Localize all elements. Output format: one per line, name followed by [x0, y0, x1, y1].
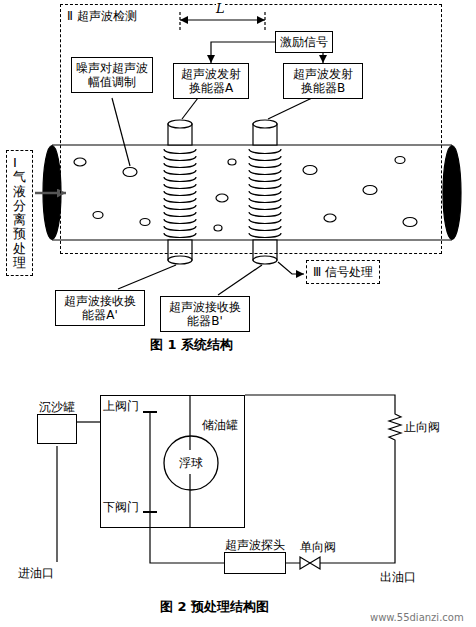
- ultrasonic-probe: 超声波探头: [224, 538, 286, 574]
- node-text: 噪声对超声波幅值调制: [76, 61, 148, 89]
- node-text: 激励信号: [280, 35, 328, 49]
- inlet-pipe: [56, 446, 57, 562]
- coil-turn: [249, 177, 281, 182]
- node-text: 超声波发射换能器B: [288, 67, 358, 95]
- valve-label: 下阀门: [103, 500, 139, 514]
- coil-turn: [164, 156, 196, 161]
- coil-turn: [249, 170, 281, 175]
- coil-turn: [164, 177, 196, 182]
- sand-tank: 沉沙罐: [37, 400, 77, 444]
- pretreat-region: Ⅰ气液分离预处理: [6, 150, 33, 276]
- node-text: Ⅲ 信号处理: [313, 265, 373, 279]
- connector: [211, 42, 275, 63]
- detection-region: Ⅱ 超声波检测噪声对超声波幅值调制 激励信号超声波发射换能器A 超声波发射换能器B: [60, 4, 442, 254]
- signal-box: 激励信号: [275, 31, 333, 53]
- node-text: 超声波接收换能器A': [60, 294, 140, 322]
- coil-turn: [164, 233, 196, 238]
- coil-turn: [249, 184, 281, 189]
- float-ball: 浮球: [163, 435, 219, 491]
- flow-arrow: [35, 192, 66, 195]
- vessel-body: [224, 552, 286, 574]
- coil-turn: [164, 205, 196, 210]
- coil-turn: [164, 212, 196, 217]
- coil-turn: [164, 184, 196, 189]
- node-text: Ⅰ气液分离预处理: [13, 156, 26, 270]
- valve-label: 上阀门: [103, 399, 139, 413]
- coil-turn: [164, 198, 196, 203]
- node-text: 超声波发射换能器A: [178, 67, 244, 95]
- port-label: 进油口: [18, 566, 54, 580]
- leader-line: [182, 98, 198, 119]
- coil-turn: [249, 163, 281, 168]
- node-text: Ⅱ 超声波检测: [61, 5, 143, 27]
- node-text: 超声波接收换能器B': [165, 300, 245, 328]
- leader-line: [118, 265, 176, 289]
- coil-turn: [164, 163, 196, 168]
- leader-line: [112, 98, 130, 166]
- valve-label: 止向阀: [404, 420, 440, 434]
- callout-box: 超声波接收换能器B': [160, 296, 250, 332]
- transducer-b: [253, 120, 277, 264]
- transducer-a: [168, 120, 192, 264]
- coil-turn: [249, 198, 281, 203]
- coil-turn: [249, 191, 281, 196]
- coil-turn: [249, 233, 281, 238]
- pipe-wall: [52, 145, 452, 240]
- leader-line: [268, 98, 312, 119]
- figure-caption: 图 1 系统结构: [150, 338, 233, 352]
- callout-box: 超声波发射换能器A: [173, 63, 249, 99]
- coil-turn: [249, 212, 281, 217]
- callout-box: 噪声对超声波幅值调制: [71, 57, 153, 93]
- coil-turn: [164, 149, 196, 154]
- coil-turn: [249, 156, 281, 161]
- valve-symbol: [143, 412, 157, 512]
- dimension-line: [180, 19, 265, 20]
- node-text: 沉沙罐: [37, 400, 77, 414]
- coil-turn: [164, 226, 196, 231]
- node-text: 储油罐: [202, 418, 238, 432]
- pipe-end: [443, 146, 461, 240]
- coil-turn: [164, 170, 196, 175]
- figure-caption: 图 2 预处理结构图: [160, 600, 269, 614]
- coil-turn: [249, 205, 281, 210]
- signal-region: Ⅲ 信号处理: [306, 260, 380, 284]
- coil-turn: [249, 149, 281, 154]
- coil-turn: [249, 226, 281, 231]
- callout-box: 超声波接收换能器A': [55, 290, 145, 326]
- tank-inner-pipe: [149, 412, 150, 528]
- coil-turn: [164, 219, 196, 224]
- node-text: 浮球: [178, 456, 204, 470]
- coil-turn: [249, 219, 281, 224]
- port-label: 出油口: [380, 570, 416, 584]
- signal-arrow: [278, 262, 304, 274]
- node-text: 超声波探头: [224, 538, 286, 552]
- watermark: www.55dianzi.com: [370, 611, 464, 625]
- connector: [322, 53, 323, 63]
- connector: [150, 528, 224, 563]
- connector: [77, 421, 100, 422]
- one-way-valve-symbol: [300, 557, 320, 569]
- dimension-label: L: [216, 2, 225, 16]
- callout-box: 超声波发射换能器B: [283, 63, 363, 99]
- valve-label: 单向阀: [300, 540, 336, 554]
- leader-line: [218, 265, 262, 295]
- vessel-body: [37, 414, 77, 444]
- bubbles: [74, 157, 417, 232]
- coil-turn: [164, 191, 196, 196]
- coil-windings: [164, 149, 281, 238]
